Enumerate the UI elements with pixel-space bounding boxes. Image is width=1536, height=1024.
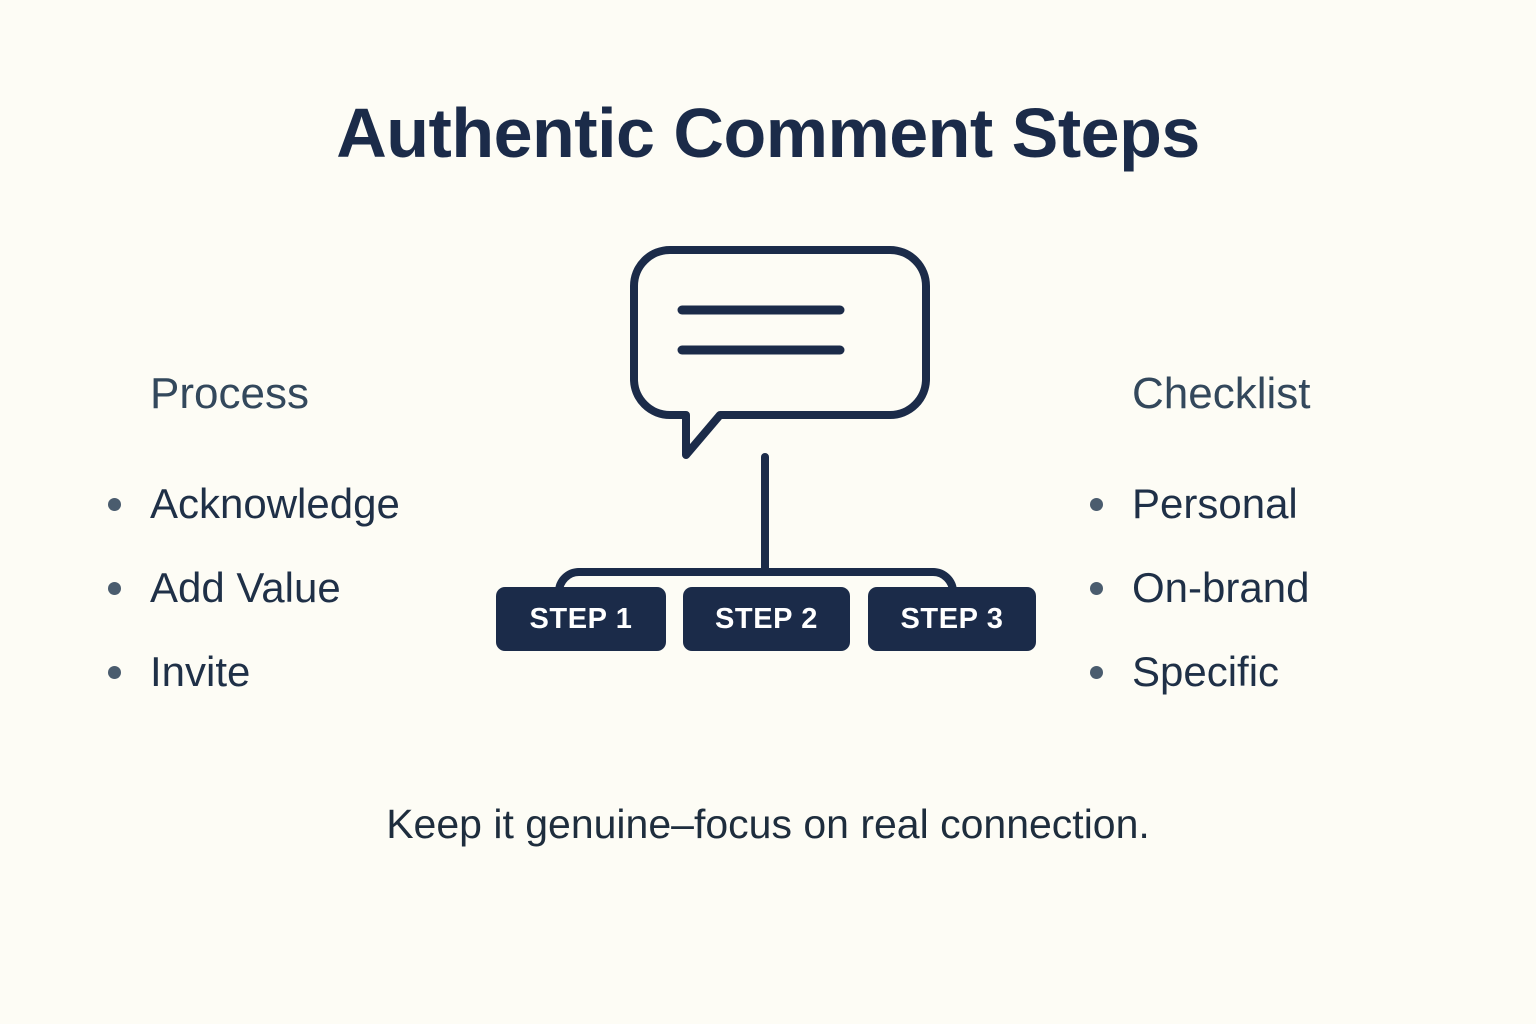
process-heading: Process	[150, 369, 309, 418]
diagram-graphic	[470, 225, 1070, 665]
speech-bubble-icon	[630, 246, 930, 459]
list-item: Invite	[108, 630, 508, 714]
list-item-label: Invite	[150, 648, 251, 695]
list-item: Add Value	[108, 546, 508, 630]
step-button-2-label: STEP 2	[714, 602, 818, 635]
step-button-2[interactable]: STEP 2	[683, 587, 850, 651]
process-column: Process Acknowledge Add Value Invite	[108, 372, 508, 714]
step-button-1-label: STEP 1	[529, 602, 633, 635]
bullet-dot-icon	[1090, 581, 1103, 595]
step-button-1[interactable]: STEP 1	[496, 587, 666, 651]
step-button-3[interactable]: STEP 3	[868, 587, 1036, 651]
list-item: Acknowledge	[108, 462, 508, 546]
bullet-dot-icon	[108, 497, 121, 511]
page-title: Authentic Comment Steps	[336, 94, 1200, 172]
caption-text: Keep it genuine–focus on real connection…	[386, 801, 1150, 847]
list-item-label: Add Value	[150, 564, 341, 611]
bullet-dot-icon	[108, 581, 121, 595]
checklist-column: Checklist Personal On-brand Specific	[1090, 372, 1490, 714]
bullet-dot-icon	[1090, 497, 1103, 511]
bullet-dot-icon	[1090, 665, 1103, 679]
list-item: Specific	[1090, 630, 1490, 714]
list-item-label: Acknowledge	[150, 480, 400, 527]
step-button-3-label: STEP 3	[900, 602, 1004, 635]
checklist-list: Personal On-brand Specific	[1090, 462, 1490, 714]
list-item-label: Personal	[1132, 480, 1298, 527]
process-list: Acknowledge Add Value Invite	[108, 462, 508, 714]
connector-bracket	[555, 453, 957, 629]
checklist-heading: Checklist	[1132, 369, 1311, 418]
list-item-label: Specific	[1132, 648, 1280, 695]
list-item: On-brand	[1090, 546, 1490, 630]
list-item: Personal	[1090, 462, 1490, 546]
bullet-dot-icon	[108, 665, 121, 679]
list-item-label: On-brand	[1132, 564, 1310, 611]
